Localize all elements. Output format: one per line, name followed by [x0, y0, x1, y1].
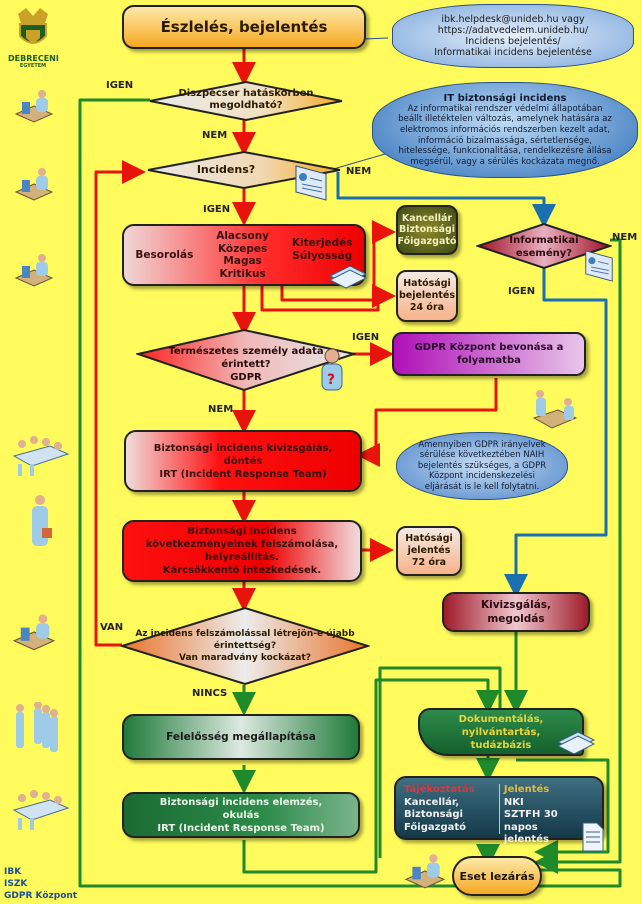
node-authority-24h: Hatósági bejelentés 24 óra	[396, 270, 458, 322]
cloud-gdpr-note: Amennyiben GDPR irányelvek sérülése köve…	[396, 432, 568, 500]
label-nincs: NINCS	[192, 688, 228, 699]
node-it-event: Informatikai esemény?	[509, 235, 579, 259]
node-dispatcher: Diszpécser hatáskörben megoldható?	[178, 88, 314, 111]
node-analysis: Biztonsági incidens elemzés, okulás IRT …	[122, 792, 360, 838]
university-logo: DEBRECENI EGYETEM	[8, 6, 59, 69]
document-icon	[584, 248, 614, 288]
edge-class-authority24	[260, 284, 396, 312]
info-right-title: Jelentés	[503, 784, 550, 795]
edge-incident-itevent	[336, 172, 556, 228]
node-it-investigation: Kivizsgálás, megoldás	[442, 592, 590, 632]
consultation-icon	[530, 386, 578, 438]
node-residual-shape	[120, 606, 370, 686]
classification-levels: Alacsony Közepes Magas Kritikus	[216, 230, 270, 280]
label-nem-incident: NEM	[346, 166, 372, 177]
classification-scope: Kiterjedés Súlyosság	[291, 237, 353, 262]
node-investigation: Biztonsági incidens kivizsgálás, döntés …	[124, 430, 362, 492]
node-responsibility: Felelősség megállapítása	[122, 714, 360, 760]
node-classification: Besorolás Alacsony Közepes Magas Kritiku…	[122, 224, 366, 286]
node-gdpr-center: GDPR Központ bevonása a folyamatba	[392, 332, 586, 376]
team-group-icon	[12, 701, 64, 754]
legend-iszk: ISZK	[4, 879, 28, 889]
definition-title: IT biztonsági incidens	[443, 92, 567, 104]
meeting-table-icon	[10, 784, 70, 834]
info-left-title: Tájékoztatás	[404, 784, 475, 795]
legend-gdpr: GDPR Központ	[4, 891, 78, 901]
desk-worker-icon	[14, 88, 54, 124]
cloud-definition: IT biztonsági incidens Az informatikai r…	[372, 82, 638, 178]
businessman-icon	[24, 494, 54, 550]
edge-analysis-doc	[242, 678, 500, 874]
node-info: Tájékoztatás Kancellár, Biztonsági Főiga…	[394, 776, 604, 845]
svg-text:?: ?	[327, 372, 335, 388]
edge-residual-loop	[94, 160, 146, 647]
definition-text: Az informatikai rendszer védelmi állapot…	[398, 103, 612, 167]
node-incident: Incidens?	[196, 163, 256, 176]
label-igen-it-event: IGEN	[508, 286, 536, 297]
label-igen-incident: IGEN	[203, 204, 231, 215]
node-chancellor: Kancellár Biztonsági Főigazgató	[396, 205, 458, 255]
node-it-event-shape	[476, 222, 612, 270]
document-icon	[582, 822, 604, 856]
label-igen-gdpr: IGEN	[352, 332, 380, 343]
edge-residual-doc	[378, 666, 502, 858]
label-nem-dispatcher: NEM	[202, 130, 228, 141]
person-question-icon: ?	[318, 348, 346, 398]
desk-worker-icon	[14, 252, 54, 288]
node-residual: Az incidens felszámolással létrejön-e új…	[135, 629, 355, 663]
logo-line1: DEBRECENI	[8, 54, 59, 63]
edge-itevent-kivizsgalas	[504, 268, 608, 598]
node-start: Észlelés, bejelentés	[122, 5, 366, 49]
meeting-table-icon	[10, 430, 70, 480]
desk-worker-icon	[404, 852, 446, 894]
desk-worker-icon	[12, 612, 56, 652]
classification-label: Besorolás	[135, 249, 194, 261]
info-right-body: NKI SZTFH 30 napos jelentés	[503, 796, 558, 846]
node-authority-72h: Hatósági jelentés 72 óra	[396, 526, 462, 576]
label-nem-it-event: NEM	[612, 232, 638, 243]
legend: IBK ISZK GDPR Központ	[4, 866, 77, 902]
label-nem-gdpr: NEM	[208, 404, 234, 415]
info-left-body: Kancellár, Biztonsági Főigazgató	[404, 796, 467, 833]
edge-dispatcher-close	[78, 98, 622, 888]
cloud-contact: ibk.helpdesk@unideb.hu vagy https://adat…	[392, 4, 634, 68]
stacked-documents-icon	[556, 728, 596, 762]
node-dispatcher-shape	[149, 80, 343, 122]
label-van: VAN	[100, 622, 124, 633]
node-remediation: Biztonsági incidens következményeinek fe…	[122, 520, 362, 582]
node-incident-shape	[147, 150, 341, 190]
edge-itevent-close	[534, 238, 622, 874]
logo-line2: EGYETEM	[19, 63, 47, 69]
edge-center-investigation	[356, 378, 498, 467]
label-igen-dispatcher: IGEN	[106, 80, 134, 91]
node-documentation: Dokumentálás, nyilvántartás, tudázbázis	[418, 708, 584, 756]
node-close: Eset lezárás	[452, 856, 542, 896]
coat-of-arms-icon	[18, 8, 48, 44]
legend-ibk: IBK	[4, 867, 22, 877]
desk-worker-icon	[14, 166, 54, 202]
node-gdpr-question-shape	[136, 328, 356, 392]
stacked-documents-icon	[328, 262, 368, 294]
document-icon	[294, 164, 328, 206]
edge-doc-close	[516, 758, 610, 864]
node-gdpr-question: Természetes személy adata érintett? GDPR	[168, 346, 324, 383]
